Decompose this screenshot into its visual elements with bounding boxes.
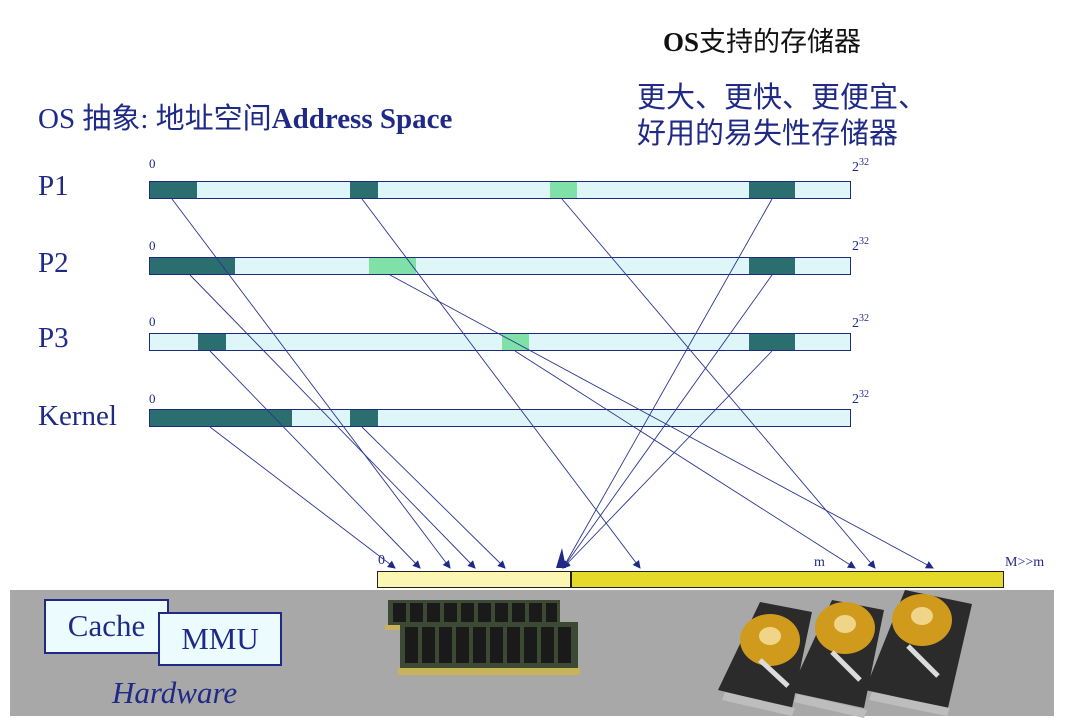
p1-segment-highlight [550, 182, 577, 198]
p3-end-label: 232 [852, 313, 869, 331]
mapping-arrows [171, 198, 934, 569]
p3-to-ram-arrow [209, 350, 421, 569]
p1-segment [350, 182, 378, 198]
p2-start-label: 0 [149, 238, 156, 253]
p1-to-ram-arrow [562, 198, 773, 569]
process-label-p1: P1 [38, 170, 69, 202]
p2-address-space-bar [149, 257, 851, 275]
p1-segment [749, 182, 795, 198]
p3-segment [198, 334, 226, 350]
hard-disk-image [718, 590, 972, 718]
kernel-to-ram-arrow [209, 426, 396, 569]
p1-start-label: 0 [149, 156, 156, 171]
process-label-p2: P2 [38, 247, 69, 279]
process-label-kernel: Kernel [38, 400, 117, 432]
mmu-box: MMU [158, 612, 282, 666]
p1-address-space-bar [149, 181, 851, 199]
hard-disk-1 [718, 602, 812, 716]
p3-address-space-bar [149, 333, 851, 351]
kernel-to-ram-arrow [361, 426, 506, 569]
p2-segment [150, 258, 235, 274]
p2-segment [749, 258, 795, 274]
ram-module-image [385, 600, 580, 675]
memory-description: 更大、更快、更便宜、 好用的易失性存储器 [637, 80, 927, 152]
address-space-title: OS 抽象: 地址空间Address Space [38, 103, 453, 135]
hardware-label: Hardware [112, 675, 238, 710]
p1-to-disk-arrow [561, 198, 876, 569]
mapping-target-marker [556, 548, 566, 568]
p1-to-disk-arrow [361, 198, 641, 569]
p1-end-label: 232 [852, 157, 869, 175]
physical-m-label: m [814, 555, 825, 570]
p1-to-ram-arrow [171, 198, 451, 569]
physical-big-m-label: M>>m [1005, 555, 1045, 570]
hard-disk-3 [865, 590, 972, 716]
p3-start-label: 0 [149, 314, 156, 329]
p3-segment [749, 334, 795, 350]
physical-memory-bar [377, 571, 571, 588]
memory-description-line-1: 更大、更快、更便宜、 [637, 82, 928, 114]
p3-to-ram-arrow [562, 350, 773, 569]
p3-to-disk-arrow [514, 350, 856, 569]
p2-to-ram-arrow [189, 274, 476, 569]
p2-to-disk-arrow [389, 274, 934, 569]
memory-description-line-2: 好用的易失性存储器 [637, 118, 899, 150]
kernel-start-label: 0 [149, 391, 156, 406]
kernel-segment [150, 410, 292, 426]
kernel-segment [350, 410, 378, 426]
p2-to-ram-arrow [562, 274, 773, 569]
cache-box: Cache [44, 599, 169, 654]
kernel-end-label: 232 [852, 389, 869, 407]
p2-segment-highlight [369, 258, 416, 274]
disk-storage-bar [571, 571, 1004, 588]
physical-zero-label: 0 [378, 553, 385, 568]
process-label-p3: P3 [38, 322, 69, 354]
os-memory-title: OS支持的存储器 [663, 27, 862, 57]
p2-end-label: 232 [852, 236, 869, 254]
p1-segment [150, 182, 197, 198]
hard-disk-2 [790, 600, 884, 718]
